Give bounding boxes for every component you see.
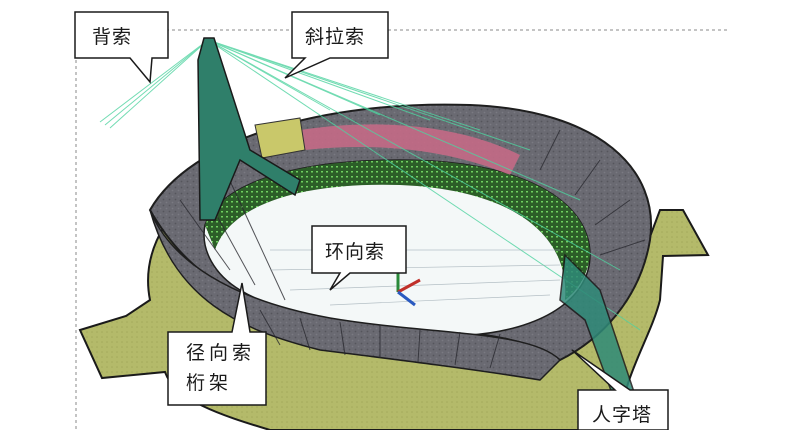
stay-cables (99, 39, 641, 331)
label-stay-cable: 斜拉索 (305, 26, 366, 48)
dotted-frame (75, 29, 727, 430)
callout-stay-cable (284, 11, 389, 79)
callout-back-cable (74, 11, 169, 84)
label-radial-cable: 径向索 (186, 342, 256, 364)
callout-radial-truss (167, 282, 267, 406)
label-truss: 桁架 (186, 372, 233, 394)
label-back-cable: 背索 (92, 26, 133, 48)
axis-gizmo (396, 272, 421, 307)
label-a-tower: 人字塔 (592, 404, 653, 426)
label-ring-cable: 环向索 (325, 241, 386, 263)
callout-ring-cable (311, 225, 407, 291)
